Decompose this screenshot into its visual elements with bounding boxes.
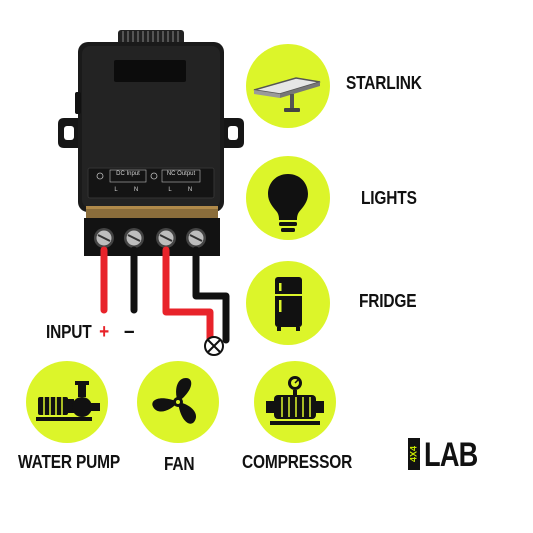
compressor-icon [266,376,324,425]
module-label-window [114,60,186,82]
brand-logo: 4X4 LAB [408,436,488,476]
water-pump-label: WATER PUMP [18,452,121,472]
wire-output-neutral [192,246,230,344]
lights-label: LIGHTS [361,188,417,208]
compressor-label: COMPRESSOR [242,452,353,472]
terminal-right-pin-l: L [168,187,172,193]
water-pump-icon [36,381,100,421]
fridge-icon [275,277,302,331]
brand-mark: 4X4 [408,438,420,470]
wiring [100,246,230,344]
wire-output-line [162,246,214,344]
starlink-label: STARLINK [346,73,422,93]
terminal-panel [87,167,215,199]
terminal-right-header: NC Output [167,171,196,177]
terminal-strip [86,206,218,220]
terminal-right-pin-n: N [188,187,192,193]
input-negative-sign: – [124,318,135,343]
starlink-dish-icon [253,77,321,112]
input-positive-sign: + [99,321,110,343]
fan-label: FAN [164,454,195,474]
fridge-label: FRIDGE [359,291,417,311]
input-label-text: INPUT [46,322,92,342]
input-label: INPUT + [46,321,109,344]
load-symbol [204,336,224,356]
light-bulb-icon [268,174,308,232]
terminal-left-header: DC Input [116,171,140,177]
terminal-left-pin-n: N [134,187,138,193]
terminal-screws [94,228,206,248]
fan-icon [152,378,196,424]
brand-word: LAB [424,436,478,474]
terminal-left-pin-l: L [114,187,118,193]
